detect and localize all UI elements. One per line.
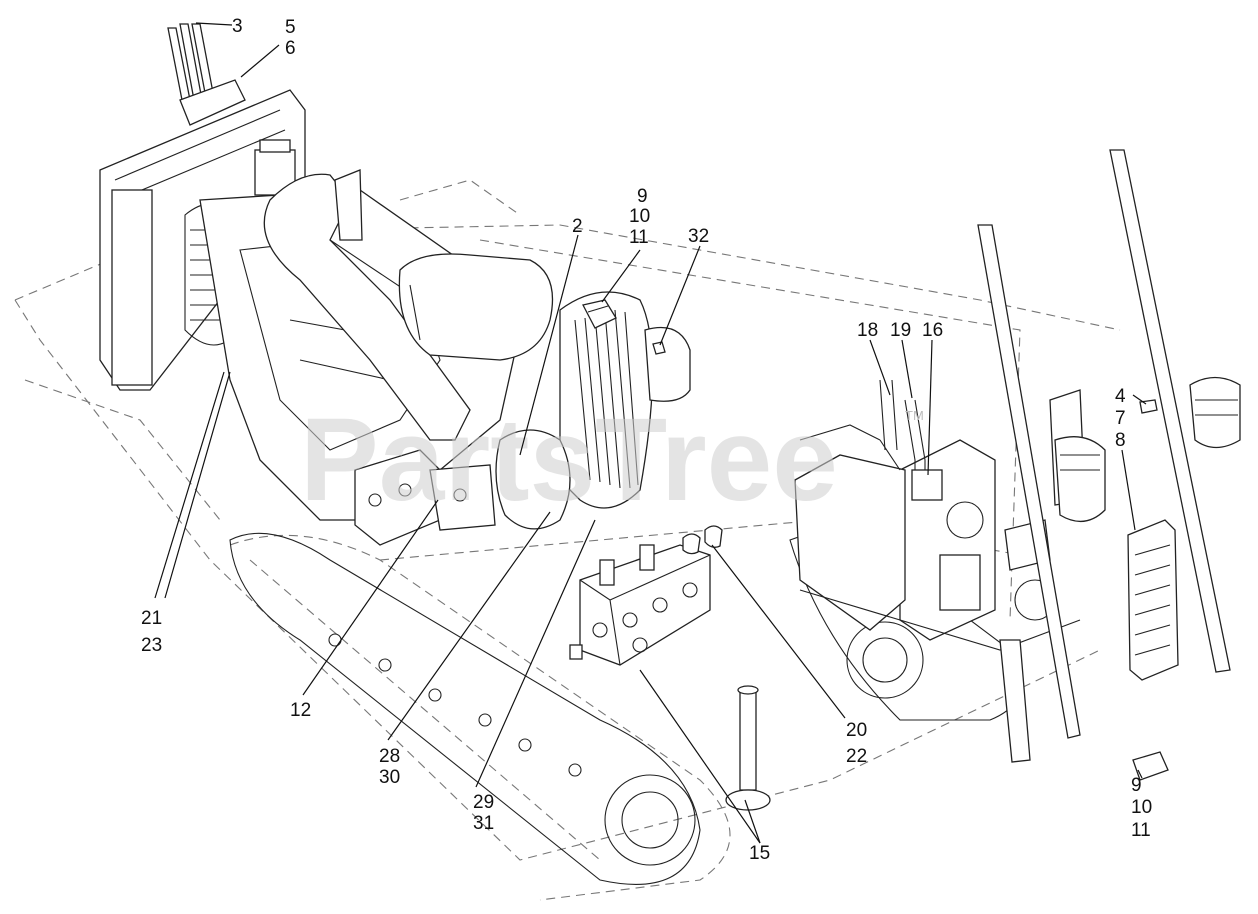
callout-5: 5 <box>285 17 296 38</box>
callout-20: 20 <box>846 720 867 741</box>
hose-clamps <box>682 525 723 555</box>
air-cleaner <box>398 253 554 361</box>
callout-29: 29 <box>473 792 494 813</box>
callout-21: 21 <box>141 608 162 629</box>
callout-4: 4 <box>1115 386 1126 407</box>
callout-12: 12 <box>290 700 311 721</box>
small-bracket-parts <box>582 299 1169 781</box>
callout-8: 8 <box>1115 430 1126 451</box>
callout-labels: 3 5 6 9 10 11 2 32 18 19 16 4 7 8 21 23 … <box>141 16 1152 864</box>
callout-18: 18 <box>857 320 878 341</box>
callout-11b: 11 <box>1131 820 1151 841</box>
callout-32: 32 <box>688 226 709 247</box>
watermark-text: PartsTree <box>300 394 838 526</box>
valve-block-center <box>569 544 711 666</box>
hydraulic-pipes <box>879 379 943 501</box>
watermark-tm: TM <box>905 408 924 423</box>
callout-31: 31 <box>473 813 494 834</box>
control-valve-stack <box>1127 399 1179 681</box>
callout-3: 3 <box>232 16 243 37</box>
callout-7: 7 <box>1115 408 1126 429</box>
callout-10: 10 <box>629 206 650 227</box>
callout-2: 2 <box>572 216 583 237</box>
callout-11: 11 <box>629 227 649 248</box>
callout-10b: 10 <box>1131 797 1152 818</box>
callout-30: 30 <box>379 767 400 788</box>
radiator <box>99 89 306 391</box>
callout-9b: 9 <box>1131 775 1142 796</box>
control-levers <box>167 23 246 126</box>
callout-23: 23 <box>141 635 162 656</box>
callout-28: 28 <box>379 746 400 767</box>
frame-right <box>794 424 1081 651</box>
hydraulic-motors <box>1054 376 1241 522</box>
callout-6: 6 <box>285 38 296 59</box>
valve-block-left <box>354 449 496 546</box>
stand-pipe <box>725 685 771 811</box>
callout-16: 16 <box>922 320 943 341</box>
callout-22: 22 <box>846 746 867 767</box>
callout-15: 15 <box>749 843 770 864</box>
leader-lines <box>154 22 1147 844</box>
callout-9: 9 <box>637 186 648 207</box>
callout-19: 19 <box>890 320 911 341</box>
intake-tube <box>263 169 471 441</box>
